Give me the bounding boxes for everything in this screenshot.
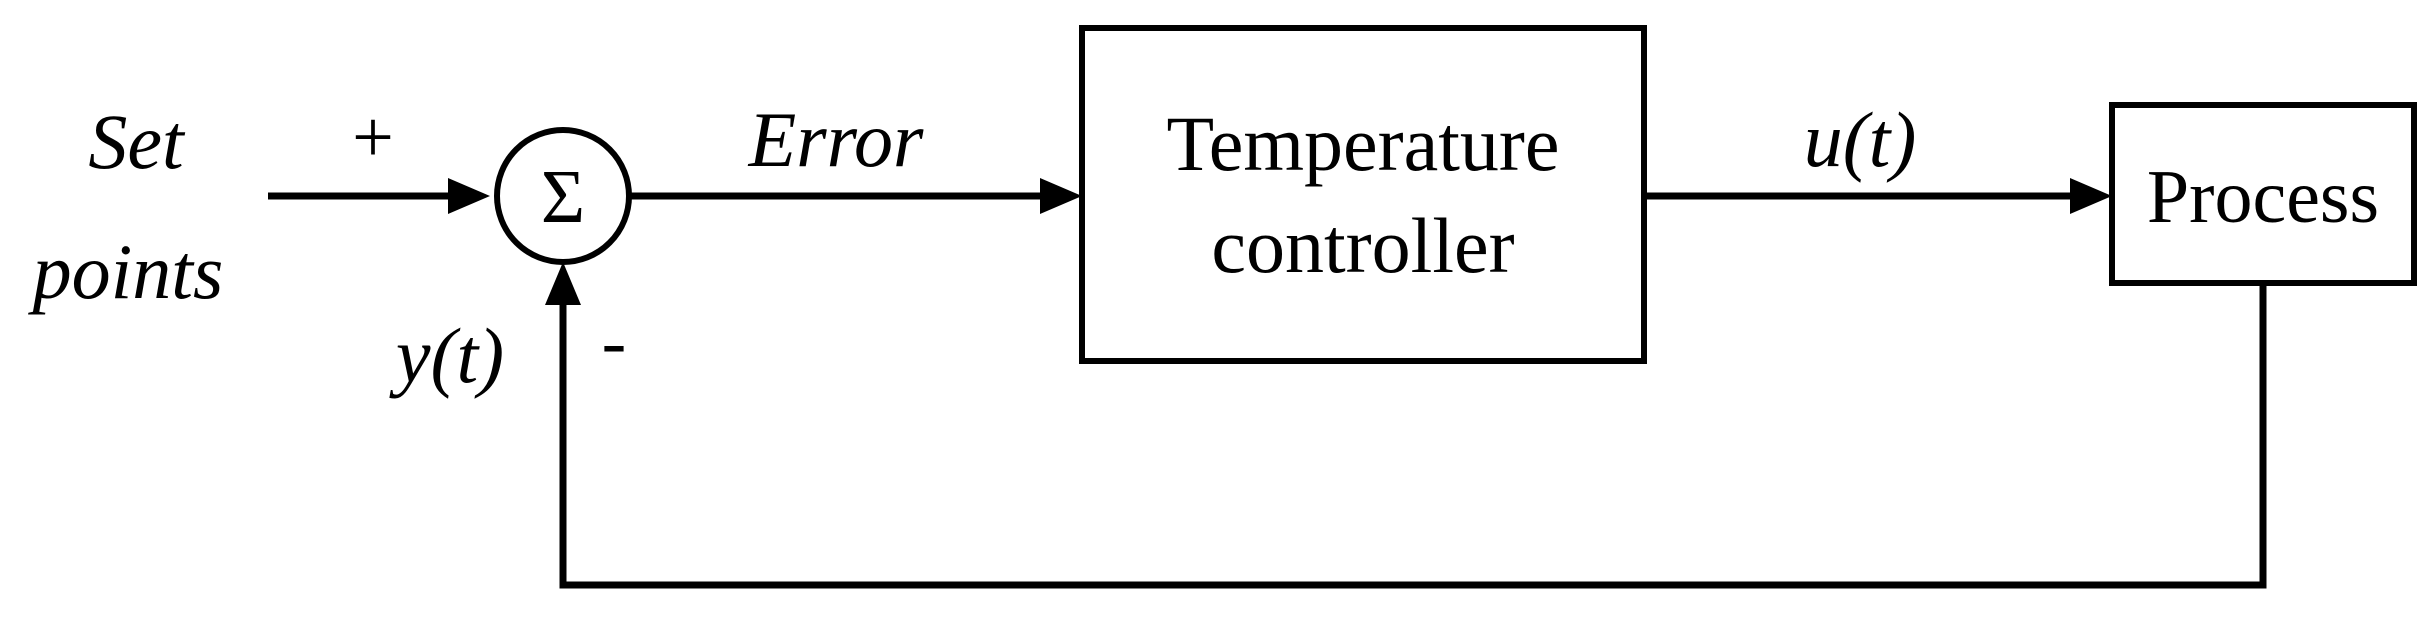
controller-label-line2: controller xyxy=(1211,202,1514,289)
error-label: Error xyxy=(748,96,924,183)
temperature-controller-block xyxy=(1079,25,1647,364)
controller-label-line1: Temperature xyxy=(1167,100,1560,187)
control-signal-var: u xyxy=(1804,96,1843,183)
minus-sign: - xyxy=(602,301,627,383)
control-signal-arrowhead xyxy=(2070,178,2112,214)
feedback-arg: (t) xyxy=(431,312,505,399)
feedback-var: y xyxy=(389,312,431,399)
feedback-label: y(t) xyxy=(389,312,504,399)
setpoint-arrowhead xyxy=(448,178,490,214)
error-arrowhead xyxy=(1040,178,1082,214)
control-signal-arg: (t) xyxy=(1843,96,1917,183)
sum-symbol: Σ xyxy=(541,155,585,239)
setpoint-label-line1: Set xyxy=(88,98,186,185)
control-signal-label: u(t) xyxy=(1804,96,1917,183)
feedback-arrowhead xyxy=(545,262,581,305)
feedback-path xyxy=(559,283,2267,589)
setpoint-label-line2: points xyxy=(28,228,224,315)
process-label: Process xyxy=(2147,155,2379,239)
plus-sign: + xyxy=(352,97,394,179)
